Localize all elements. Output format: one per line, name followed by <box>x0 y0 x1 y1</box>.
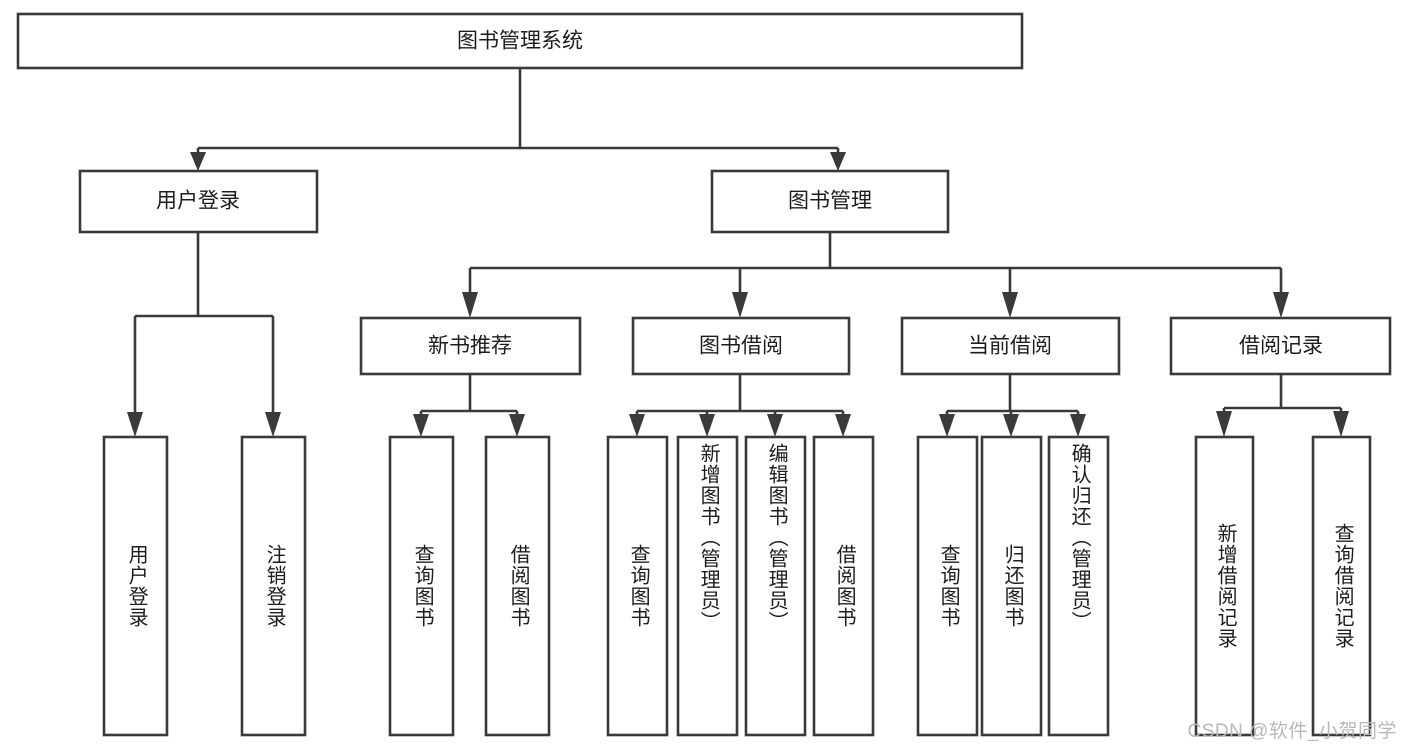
arrowhead-borrow-record <box>1273 292 1289 318</box>
node-book-manage-box[interactable] <box>710 169 950 234</box>
node-borrow-record-label: 借阅记录 <box>1239 335 1323 358</box>
node-new-book-rec-label: 新书推荐 <box>428 335 512 358</box>
arrowhead-leaf-return-book <box>1003 414 1019 437</box>
node-root-box[interactable] <box>16 12 1024 70</box>
node-borrow-record-box[interactable] <box>1169 316 1392 376</box>
arrowhead-leaf-query-record <box>1333 411 1349 437</box>
arrowhead-leaf-query-book-1 <box>413 414 429 437</box>
node-root-label: 图书管理系统 <box>457 30 583 53</box>
node-new-book-rec[interactable]: 新书推荐 <box>359 316 582 376</box>
arrowhead-leaf-borrow-book-2 <box>835 414 851 437</box>
arrowhead-leaf-query-book-2 <box>629 414 645 437</box>
node-leaf-add-book-box[interactable] <box>676 435 739 737</box>
node-book-borrow[interactable]: 图书借阅 <box>631 316 851 376</box>
arrowhead-leaf-confirm-return <box>1070 414 1086 437</box>
node-current-borrow-box[interactable] <box>900 316 1121 376</box>
node-book-manage[interactable]: 图书管理 <box>710 169 950 234</box>
node-root[interactable]: 图书管理系统 <box>16 12 1024 70</box>
arrowhead-leaf-add-book <box>699 414 715 437</box>
node-leaf-borrow-book-1-box[interactable] <box>484 435 551 737</box>
arrowhead-leaf-edit-book <box>767 414 783 437</box>
node-user-login-label: 用户登录 <box>156 190 240 213</box>
node-book-borrow-box[interactable] <box>631 316 851 376</box>
node-leaf-user-login-box[interactable] <box>102 435 169 737</box>
arrowhead-leaf-user-logout <box>265 412 281 437</box>
node-user-login-box[interactable] <box>78 169 319 234</box>
node-leaf-user-logout-box[interactable] <box>240 435 307 737</box>
node-book-borrow-label: 图书借阅 <box>699 335 783 358</box>
node-leaf-edit-book-box[interactable] <box>744 435 807 737</box>
node-leaf-query-record-box[interactable] <box>1311 435 1372 737</box>
node-borrow-record[interactable]: 借阅记录 <box>1169 316 1392 376</box>
arrowhead-book-borrow <box>732 292 748 318</box>
arrowhead-new-book-rec <box>462 292 478 318</box>
arrowhead-book-manage <box>830 152 846 171</box>
arrowhead-user-login <box>190 152 206 171</box>
node-leaf-add-record-box[interactable] <box>1194 435 1255 737</box>
node-current-borrow-label: 当前借阅 <box>968 335 1052 358</box>
node-book-manage-label: 图书管理 <box>788 190 872 213</box>
arrowhead-leaf-add-record <box>1216 411 1232 437</box>
node-leaf-confirm-return-box[interactable] <box>1047 435 1110 737</box>
arrowhead-leaf-borrow-book-1 <box>509 414 525 437</box>
csdn-watermark: CSDN @软件_小贺同学 <box>1187 721 1397 742</box>
arrowhead-leaf-user-login <box>127 412 143 437</box>
node-new-book-rec-box[interactable] <box>359 316 582 376</box>
node-user-login[interactable]: 用户登录 <box>78 169 319 234</box>
leaf-box-layer <box>102 435 1372 737</box>
node-leaf-query-book-1-box[interactable] <box>388 435 455 737</box>
arrowhead-leaf-query-book-3 <box>939 414 955 437</box>
node-leaf-borrow-book-2-box[interactable] <box>812 435 875 737</box>
node-leaf-return-book-box[interactable] <box>980 435 1043 737</box>
node-leaf-query-book-2-box[interactable] <box>606 435 669 737</box>
node-current-borrow[interactable]: 当前借阅 <box>900 316 1121 376</box>
node-leaf-query-book-3-box[interactable] <box>916 435 979 737</box>
edge-layer <box>127 68 1349 437</box>
arrowhead-current-borrow <box>1002 292 1018 318</box>
